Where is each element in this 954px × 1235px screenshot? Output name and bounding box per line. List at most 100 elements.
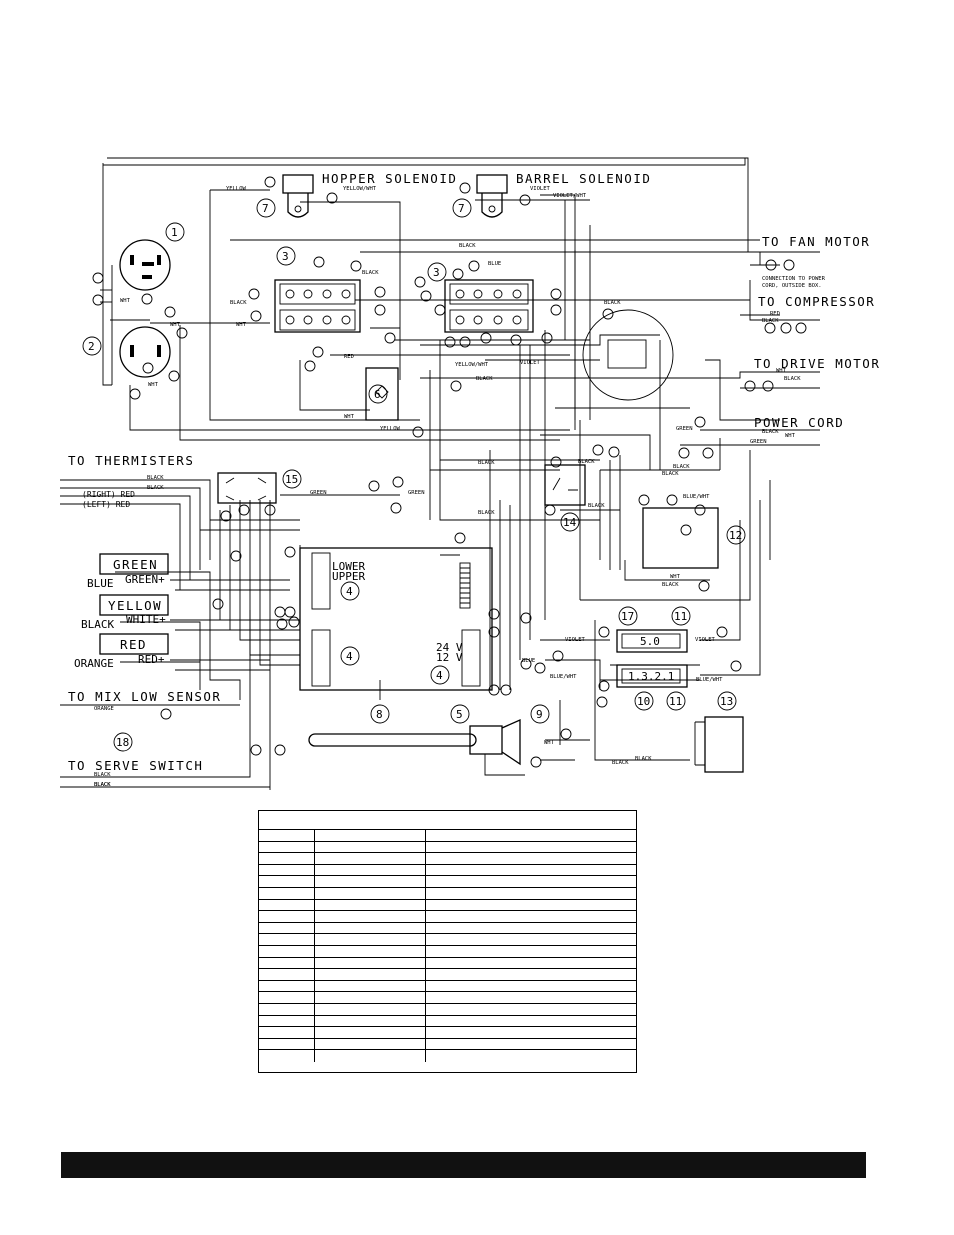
legend-row (259, 980, 636, 993)
callout: 18 (116, 736, 129, 749)
legend-cell (426, 830, 636, 841)
legend-cell (315, 945, 426, 957)
wire-tag: BLACK (459, 243, 476, 249)
wire-tag: WHT (170, 322, 181, 328)
upper-label: UPPER (332, 570, 365, 583)
legend-cell (426, 946, 636, 957)
legend-cell (426, 876, 636, 887)
callout: 8 (376, 708, 383, 721)
legend-cell (315, 1003, 426, 1015)
legend-header (259, 811, 636, 830)
wire-tag: BLACK (612, 760, 629, 766)
legend-cell (315, 922, 426, 934)
legend-cell (315, 899, 426, 911)
callout: 7 (262, 202, 269, 215)
orange-side-label: ORANGE (74, 657, 114, 670)
wire-tag: BLACK (588, 503, 605, 509)
legend-row (259, 1027, 636, 1039)
wire-tag: YELLOW (226, 186, 247, 192)
legend-cell (315, 969, 426, 980)
legend-cell (315, 830, 426, 841)
legend-row (259, 1003, 636, 1016)
legend-row (259, 853, 636, 865)
connection-note-1: CONNECTION TO POWER (762, 276, 826, 282)
terminal-markers (92, 176, 807, 768)
legend-cell (259, 945, 315, 957)
wire-tag: WHT (785, 433, 796, 439)
legend-row (259, 1038, 636, 1051)
legend-cell (259, 864, 315, 876)
legend-row (259, 945, 636, 958)
wire-tag: BLACK (147, 485, 164, 491)
legend-cell (315, 887, 426, 899)
wire-tag: YELLOW (380, 426, 401, 432)
legend-cell (259, 1050, 315, 1062)
callout: 17 (621, 610, 634, 623)
wire-tag: WHT (236, 322, 247, 328)
wire-tag: BLACK (94, 772, 111, 778)
wire-tag: BLACK (478, 510, 495, 516)
legend-cell (259, 899, 315, 911)
legend-cell (315, 1027, 426, 1038)
legend-row (259, 887, 636, 900)
callout: 14 (563, 516, 577, 529)
wire-tag: BLACK (784, 376, 801, 382)
connection-note-2: CORD, OUTSIDE BOX. (762, 283, 822, 289)
legend-row (259, 841, 636, 854)
legend-cell (426, 923, 636, 934)
hopper-solenoid-label: HOPPER SOLENOID (322, 171, 457, 186)
legend-cell (426, 865, 636, 876)
legend-cell (259, 830, 315, 841)
frame-wires (100, 157, 820, 761)
wire-tag: BLUE (522, 658, 535, 664)
wire-tag: WHT (148, 382, 159, 388)
wire-tag: VIOLET (695, 637, 716, 643)
callout: 13 (720, 695, 733, 708)
callouts: 1 2 3 3 4 4 4 5 6 7 7 8 9 10 11 11 12 13… (82, 198, 746, 752)
legend-cell (315, 1050, 426, 1062)
legend-cell (315, 980, 426, 992)
legend-cell (315, 992, 426, 1003)
wire-tag: BLACK (94, 782, 111, 788)
wire-tag: GREEN (750, 439, 767, 445)
legend-cell (426, 934, 636, 945)
wire-tag: GREEN (310, 490, 327, 496)
wire-tag: BLACK (230, 300, 247, 306)
24v-label: 24 V (436, 641, 463, 654)
green-plus-label: GREEN+ (125, 573, 165, 586)
wire-tag: BLACK (604, 300, 621, 306)
legend-row (259, 922, 636, 935)
legend-row (259, 876, 636, 888)
main-labels: HOPPER SOLENOID BARREL SOLENOID TO FAN M… (68, 171, 879, 773)
wire-tag: BLUE/WHT (696, 677, 723, 683)
legend-cell (315, 934, 426, 945)
wire-tags: YELLOW YELLOW/WHT VIOLET VIOLET/WHT BLAC… (94, 186, 801, 788)
legend-cell (259, 934, 315, 945)
timer-display-1: 5.0 (640, 635, 660, 648)
wire-tag: YELLOW/WHT (455, 362, 489, 368)
legend-cell (426, 853, 636, 864)
legend-cell (259, 1027, 315, 1038)
wire-tag: BLUE/WHT (550, 674, 577, 680)
wire-tag: GREEN (676, 426, 693, 432)
callout: 9 (536, 708, 543, 721)
power-cord-label: POWER CORD (754, 415, 844, 430)
wire-tag: VIOLET (520, 360, 541, 366)
callout: 3 (433, 266, 440, 279)
callout: 2 (88, 340, 95, 353)
legend-row (259, 911, 636, 923)
legend-cell (426, 969, 636, 980)
wire-legend-table (258, 810, 637, 1073)
wire-tag: YELLOW/WHT (343, 186, 377, 192)
light-yellow-label: YELLOW (108, 598, 162, 613)
legend-cell (426, 1016, 636, 1027)
wire-tag: BLACK (673, 464, 690, 470)
wire-tag: WHT (670, 574, 681, 580)
callout: 10 (637, 695, 650, 708)
legend-row (259, 969, 636, 981)
12v-label: 12 V (436, 651, 463, 664)
wire-tag: BLACK (362, 270, 379, 276)
legend-cell (315, 853, 426, 864)
legend-cell (426, 958, 636, 969)
wire-tag: RED (770, 311, 780, 317)
